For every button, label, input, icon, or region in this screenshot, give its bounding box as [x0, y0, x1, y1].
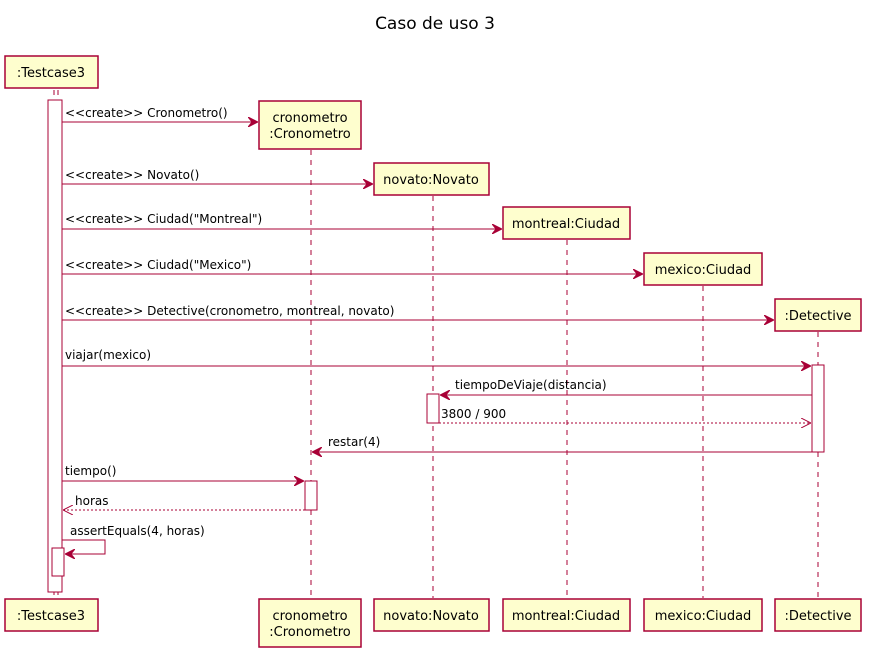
participant-montreal-label: montreal:Ciudad	[512, 217, 620, 232]
participant-mexico-top: mexico:Ciudad	[643, 252, 763, 286]
message-label-tiempo: tiempo()	[65, 464, 116, 478]
participant-mexico-bottom: mexico:Ciudad	[643, 598, 763, 632]
participant-mexico-label: mexico:Ciudad	[655, 263, 752, 278]
participant-testcase-top: :Testcase3	[4, 55, 99, 89]
participant-detective-bottom: :Detective	[774, 598, 862, 632]
message-label-restar: restar(4)	[328, 435, 380, 449]
activation-detective	[811, 364, 825, 453]
participant-mexico-label-bottom: mexico:Ciudad	[655, 609, 752, 624]
message-label-assert-equals: assertEquals(4, horas)	[70, 524, 205, 538]
participant-montreal-label-bottom: montreal:Ciudad	[512, 609, 620, 624]
return-label-horas: horas	[75, 494, 109, 508]
participant-testcase-label-bottom: :Testcase3	[17, 609, 85, 624]
participant-cronometro-line1-bottom: cronometro	[272, 609, 347, 624]
message-label-create-novato: <<create>> Novato()	[65, 168, 199, 182]
participant-novato-top: novato:Novato	[373, 162, 490, 196]
activation-testcase-self	[51, 547, 65, 577]
message-label-create-cronometro: <<create>> Cronometro()	[65, 106, 228, 120]
participant-cronometro-line2: :Cronometro	[269, 127, 350, 142]
message-label-viajar: viajar(mexico)	[65, 348, 151, 362]
message-label-create-detective: <<create>> Detective(cronometro, montrea…	[65, 304, 394, 318]
participant-novato-label: novato:Novato	[383, 173, 479, 188]
participant-novato-label-bottom: novato:Novato	[383, 609, 479, 624]
participant-detective-label-bottom: :Detective	[784, 609, 851, 624]
activation-testcase	[47, 99, 63, 593]
activation-novato	[426, 393, 440, 424]
return-label-distance: 3800 / 900	[441, 407, 506, 421]
diagram-title: Caso de uso 3	[375, 14, 495, 34]
participant-novato-bottom: novato:Novato	[373, 598, 490, 632]
participant-cronometro-line2-bottom: :Cronometro	[269, 625, 350, 640]
participant-cronometro-bottom: cronometro :Cronometro	[258, 598, 362, 648]
participant-cronometro-top: cronometro :Cronometro	[258, 100, 362, 150]
participant-montreal-bottom: montreal:Ciudad	[502, 598, 631, 632]
message-label-tiempo-de-viaje: tiempoDeViaje(distancia)	[455, 378, 607, 392]
participant-montreal-top: montreal:Ciudad	[502, 206, 631, 240]
activation-cronometro	[304, 480, 318, 511]
participant-detective-label: :Detective	[784, 309, 851, 324]
message-label-create-mexico: <<create>> Ciudad("Mexico")	[65, 258, 251, 272]
participant-cronometro-line1: cronometro	[272, 111, 347, 126]
message-label-create-montreal: <<create>> Ciudad("Montreal")	[65, 212, 262, 226]
message-arrow-assert-equals	[62, 539, 106, 554]
participant-testcase-bottom: :Testcase3	[4, 598, 99, 632]
participant-testcase-label: :Testcase3	[17, 66, 85, 81]
participant-detective-top: :Detective	[774, 298, 862, 332]
